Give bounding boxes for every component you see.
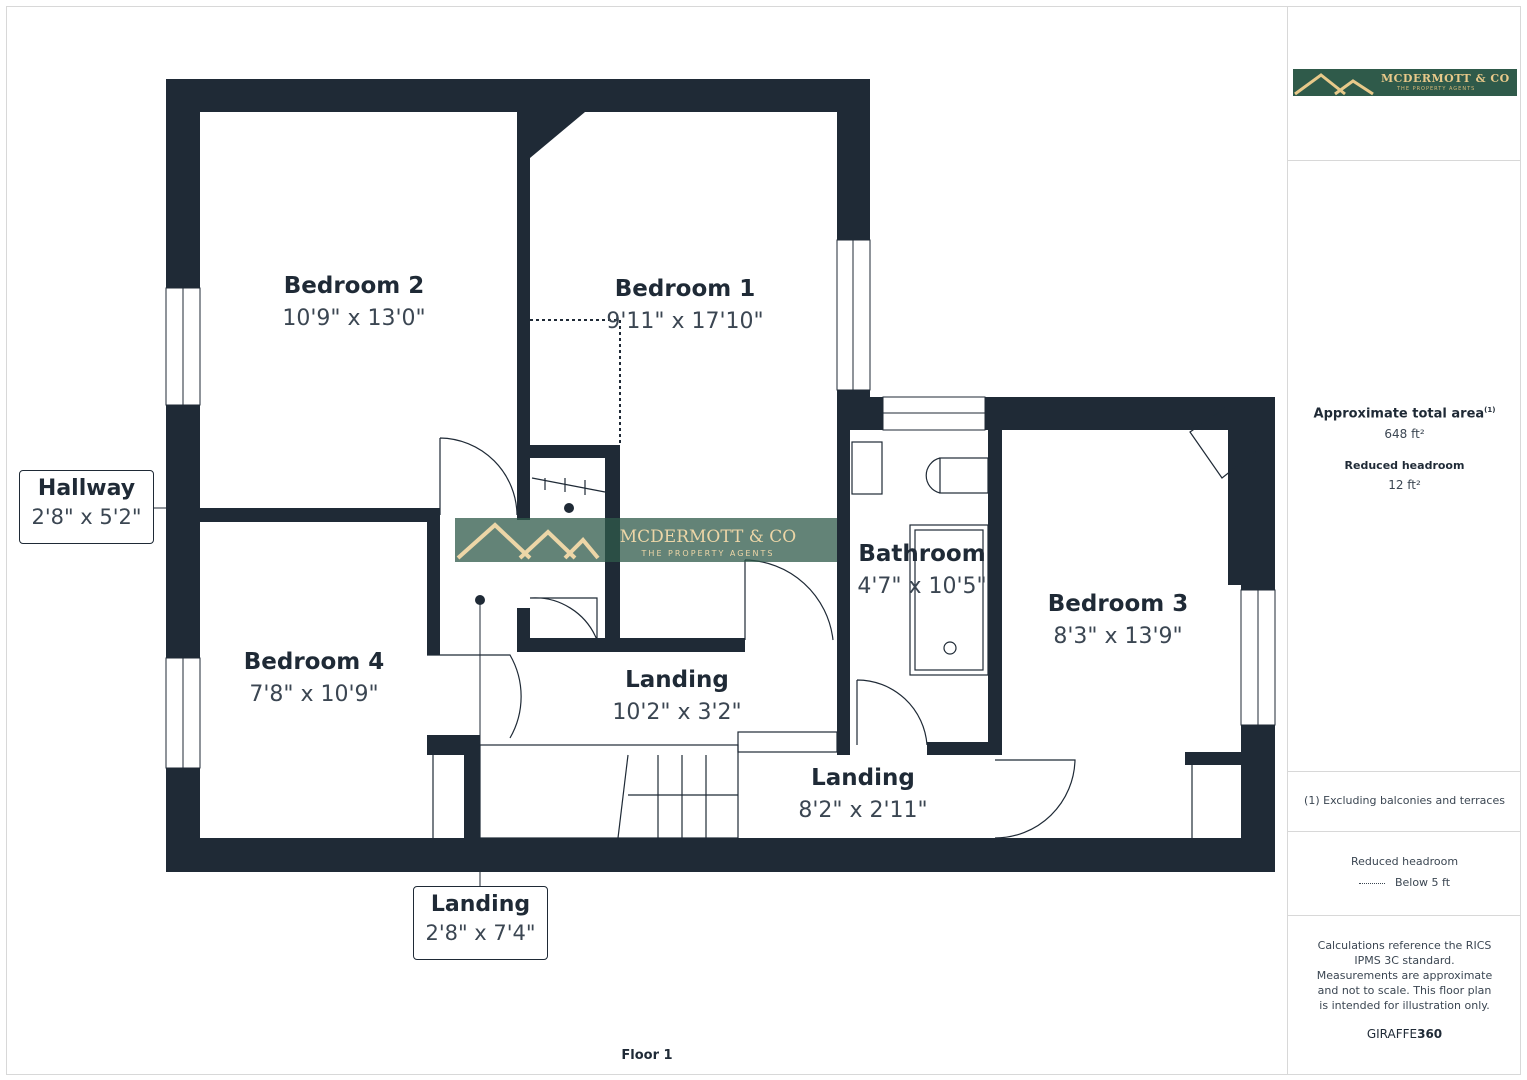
svg-text:9'11" x 17'10": 9'11" x 17'10" bbox=[606, 309, 763, 334]
floor-plan: MCDERMOTT & CO THE PROPERTY AGENTS Bedro… bbox=[153, 79, 1276, 1063]
page-frame bbox=[6, 6, 1521, 1075]
dotted-line-icon bbox=[1358, 882, 1385, 884]
callout-dims: 2'8" x 7'4" bbox=[425, 921, 536, 945]
svg-text:Bedroom 1: Bedroom 1 bbox=[615, 276, 756, 302]
legend-section: Reduced headroom Below 5 ft bbox=[1288, 832, 1521, 916]
callout-dims: 2'8" x 5'2" bbox=[31, 505, 142, 529]
room-landing-lower: Landing 8'2" x 2'11" bbox=[798, 765, 927, 823]
watermark-subtitle: THE PROPERTY AGENTS bbox=[641, 549, 775, 558]
svg-text:Landing: Landing bbox=[625, 667, 729, 693]
svg-text:10'9" x 13'0": 10'9" x 13'0" bbox=[282, 306, 425, 331]
watermark: MCDERMOTT & CO THE PROPERTY AGENTS bbox=[455, 518, 837, 562]
footnote: (1) Excluding balconies and terraces bbox=[1288, 772, 1521, 832]
walls bbox=[166, 79, 1275, 872]
total-area-value: 648 ft² bbox=[1384, 427, 1425, 442]
room-bathroom: Bathroom 4'7" x 10'5" bbox=[857, 541, 986, 599]
room-bedroom-3: Bedroom 3 8'3" x 13'9" bbox=[1048, 591, 1189, 649]
callout-landing: Landing 2'8" x 7'4" bbox=[413, 886, 548, 960]
callout-hallway: Hallway 2'8" x 5'2" bbox=[19, 470, 154, 544]
watermark-title: MCDERMOTT & CO bbox=[620, 527, 796, 547]
svg-text:Landing: Landing bbox=[811, 765, 915, 791]
legend-title: Reduced headroom bbox=[1350, 855, 1459, 868]
fixtures bbox=[427, 407, 1256, 839]
callout-name: Landing bbox=[430, 892, 531, 917]
logo-subtitle: THE PROPERTY AGENTS bbox=[1397, 86, 1476, 92]
floor-label: Floor 1 bbox=[621, 1048, 672, 1063]
roof-icon bbox=[1294, 73, 1374, 96]
svg-text:10'2" x 3'2": 10'2" x 3'2" bbox=[612, 700, 741, 725]
svg-text:8'3" x 13'9": 8'3" x 13'9" bbox=[1053, 624, 1182, 649]
disclaimer-section: Calculations reference the RICS IPMS 3C … bbox=[1288, 916, 1521, 1075]
giraffe360-brand: GIRAFFE360 bbox=[1366, 1027, 1443, 1041]
room-bedroom-1: Bedroom 1 9'11" x 17'10" bbox=[606, 276, 763, 334]
svg-text:Bathroom: Bathroom bbox=[858, 541, 985, 567]
svg-text:Bedroom 4: Bedroom 4 bbox=[244, 649, 385, 675]
marker-dot bbox=[564, 503, 574, 513]
svg-text:7'8" x 10'9": 7'8" x 10'9" bbox=[249, 682, 378, 707]
room-landing-upper: Landing 10'2" x 3'2" bbox=[612, 667, 741, 725]
area-section: Approximate total area(1) 648 ft² Reduce… bbox=[1288, 161, 1521, 772]
legend-item: Below 5 ft bbox=[1394, 876, 1451, 889]
windows bbox=[165, 239, 1276, 769]
reduced-headroom-value: 12 ft² bbox=[1388, 478, 1421, 493]
svg-text:8'2" x 2'11": 8'2" x 2'11" bbox=[798, 798, 927, 823]
logo-title: MCDERMOTT & CO bbox=[1381, 72, 1510, 85]
reduced-headroom-line bbox=[530, 319, 621, 445]
room-bedroom-2: Bedroom 2 10'9" x 13'0" bbox=[282, 273, 425, 331]
info-sidebar: MCDERMOTT & CO THE PROPERTY AGENTS Appro… bbox=[1287, 6, 1521, 1075]
agency-logo: MCDERMOTT & CO THE PROPERTY AGENTS bbox=[1293, 69, 1517, 96]
logo-section: MCDERMOTT & CO THE PROPERTY AGENTS bbox=[1288, 6, 1521, 161]
svg-text:Bedroom 2: Bedroom 2 bbox=[284, 273, 425, 299]
svg-text:Bedroom 3: Bedroom 3 bbox=[1048, 591, 1189, 617]
total-area-label: Approximate total area(1) bbox=[1313, 406, 1496, 422]
reduced-headroom-label: Reduced headroom bbox=[1344, 459, 1465, 473]
disclaimer: Calculations reference the RICS IPMS 3C … bbox=[1316, 939, 1493, 1012]
room-bedroom-4: Bedroom 4 7'8" x 10'9" bbox=[244, 649, 385, 707]
callout-name: Hallway bbox=[37, 476, 136, 501]
svg-text:4'7" x 10'5": 4'7" x 10'5" bbox=[857, 574, 986, 599]
